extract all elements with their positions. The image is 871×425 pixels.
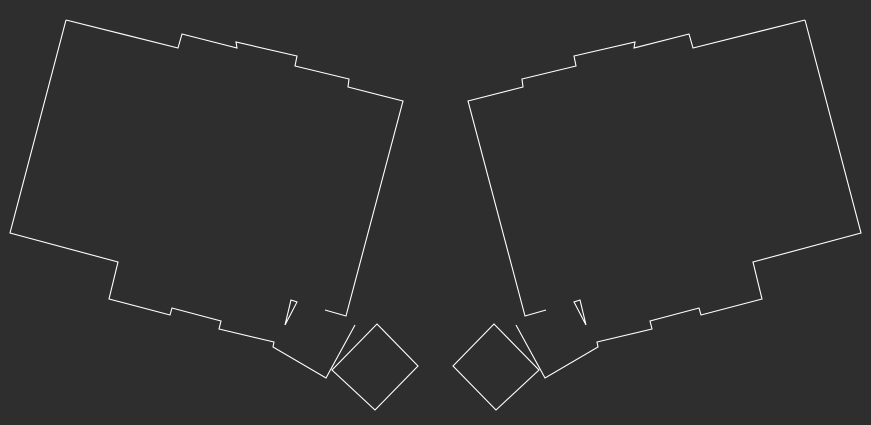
- left-notch-outline: [284, 299, 298, 326]
- left-thumb-key-outline: [331, 323, 419, 411]
- right-notch-outline: [573, 299, 587, 326]
- outline-group: [9, 19, 862, 411]
- right-plate-outline: [467, 19, 806, 317]
- right-thumb-cluster-outline: [515, 19, 862, 379]
- left-thumb-cluster-outline: [9, 19, 356, 379]
- right-thumb-key-outline: [452, 323, 540, 411]
- left-plate-outline: [65, 19, 404, 317]
